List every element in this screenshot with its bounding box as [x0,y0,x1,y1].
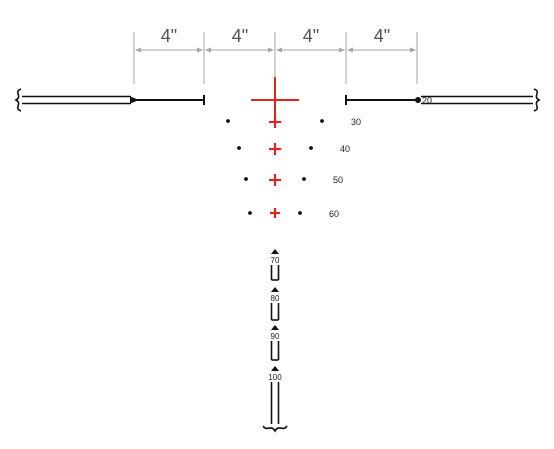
bottom-post-label: 80 [271,294,280,303]
hold-dot-right [298,211,302,215]
right-post-dot [415,97,421,103]
spacing-label: 4" [232,26,248,46]
range-label: 50 [333,175,343,185]
right-heavy-post [421,88,541,112]
hold-dot-right [302,177,306,181]
range-row: 60 [248,208,339,219]
arrowhead [205,47,211,53]
hold-dot-left [237,146,241,150]
segment-tip [271,287,279,292]
bottom-post-break-mark [262,425,288,433]
spacing-label: 4" [161,26,177,46]
arrowhead [135,47,141,53]
bottom-post-label: 90 [271,332,280,341]
left-post-taper [130,96,136,104]
bottom-post [262,249,288,433]
dimension-arrow-lines [135,47,416,53]
red-cross-mark [269,116,281,128]
segment-tip [271,325,279,330]
arrowhead [347,47,353,53]
spacing-dimensions: 4" 4" 4" 4" [133,26,418,84]
range-label: 40 [340,144,350,154]
red-cross-mark [269,143,281,155]
bottom-post-segment [270,249,280,281]
right-post-outline [421,95,533,105]
range-row: 40 [237,143,350,155]
hold-dot-left [248,211,252,215]
arrowhead [276,47,282,53]
arrowhead [197,47,203,53]
left-post-break-mark [14,88,22,112]
arrowhead [410,47,416,53]
hold-dot-left [244,177,248,181]
segment-tip [271,249,279,254]
range-row: 50 [244,174,343,186]
bottom-post-segment [270,325,280,361]
right-post-break-mark [533,88,541,112]
left-heavy-post [14,88,136,112]
spacing-label: 4" [374,26,390,46]
bottom-post-segment [270,287,280,321]
red-cross-mark [270,208,280,218]
spacing-label: 4" [303,26,319,46]
bottom-post-segment [270,366,280,424]
range-label: 30 [351,117,361,127]
range-row: 30 [226,116,361,128]
dimension-extension-lines [133,32,418,84]
arrowhead [268,47,274,53]
arrowhead [339,47,345,53]
left-post-outline [22,95,131,105]
segment-tip [271,366,279,371]
hold-dot-left [226,119,230,123]
right-post-label: 20 [422,96,432,106]
hold-dot-right [309,146,313,150]
bottom-post-label: 100 [268,373,282,382]
hold-dot-right [320,119,324,123]
red-cross-mark [269,174,281,186]
bottom-post-label: 70 [271,256,280,265]
range-label: 60 [329,209,339,219]
